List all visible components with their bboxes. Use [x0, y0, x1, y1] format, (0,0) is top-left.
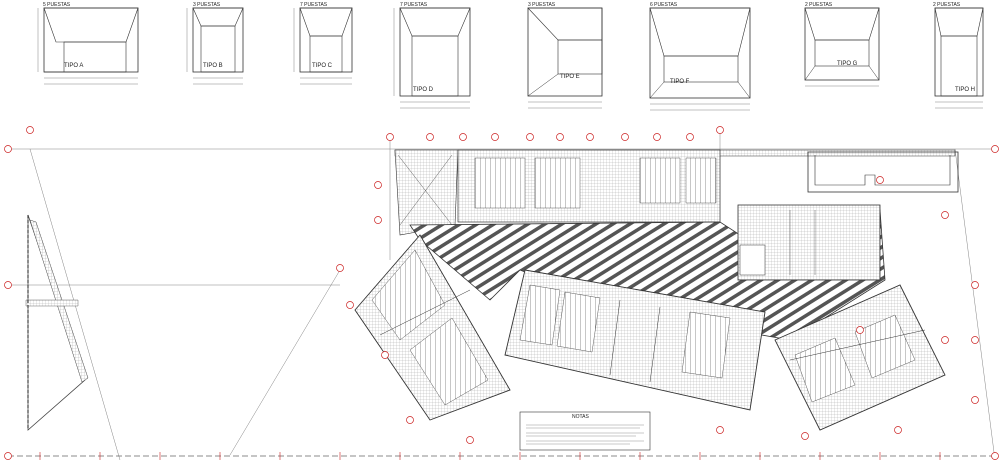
type-e-drawing: [527, 7, 603, 109]
type-name: TIPO F: [670, 79, 690, 85]
type-h-drawing: [934, 7, 984, 109]
type-count-label: 5 PUESTAS: [43, 2, 71, 8]
type-name: TIPO G: [837, 61, 858, 67]
type-name: TIPO B: [203, 63, 223, 69]
central-rotated-block: [504, 269, 766, 411]
type-detail-c: 7 PUESTAS TIPO C: [290, 0, 365, 95]
right-rotated-block: [774, 284, 946, 431]
left-rotated-block: [354, 234, 511, 421]
type-count-label: 3 PUESTAS: [528, 2, 556, 8]
left-sloped-beam: [25, 214, 89, 431]
type-count-label: 7 PUESTAS: [400, 2, 428, 8]
type-name: TIPO C: [312, 63, 333, 69]
type-detail-h: 2 PUESTAS TIPO H: [925, 0, 995, 118]
type-detail-g: 2 PUESTAS TIPO G: [795, 0, 890, 95]
type-g-drawing: [804, 7, 880, 87]
type-d-drawing: [393, 7, 471, 109]
notes-title: NOTAS: [572, 414, 589, 420]
upper-block: [394, 149, 721, 236]
type-detail-b: 3 PUESTAS TIPO B: [183, 0, 258, 95]
right-middle-block: [737, 204, 881, 281]
type-name: TIPO H: [955, 87, 976, 93]
grid-axes: [8, 130, 996, 461]
type-detail-d: 7 PUESTAS TIPO D: [390, 0, 480, 118]
type-b-drawing: [186, 7, 244, 85]
type-count-label: 7 PUESTAS: [300, 2, 328, 8]
type-name: TIPO E: [560, 74, 580, 80]
type-detail-a: 5 PUESTAS TIPO A: [30, 0, 150, 95]
type-a-drawing: [37, 7, 139, 85]
type-detail-e: 3 PUESTAS TIPO E: [518, 0, 608, 118]
type-name: TIPO A: [64, 63, 84, 69]
notes-box: [519, 411, 651, 451]
type-count-label: 6 PUESTAS: [650, 2, 678, 8]
type-c-drawing: [293, 7, 353, 85]
type-count-label: 3 PUESTAS: [193, 2, 221, 8]
type-name: TIPO D: [413, 87, 434, 93]
grid-markers: [4, 126, 999, 460]
type-f-drawing: [649, 7, 751, 111]
type-detail-f: 6 PUESTAS TIPO F: [640, 0, 760, 118]
type-count-label: 2 PUESTAS: [933, 2, 961, 8]
bottom-axis-ticks: [39, 452, 941, 460]
type-count-label: 2 PUESTAS: [805, 2, 833, 8]
